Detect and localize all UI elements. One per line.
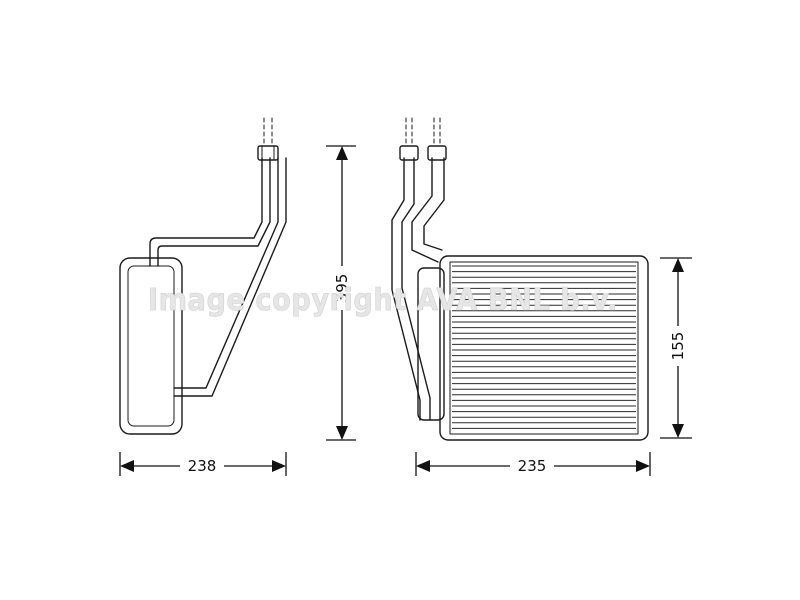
side-view-upper-pipe: [149, 157, 271, 267]
front-view-center-lines: [405, 117, 441, 145]
side-view-pipe-fittings: [257, 145, 279, 161]
front-view: [391, 117, 649, 441]
side-view-tank: [119, 257, 183, 435]
core-fins: [452, 265, 636, 429]
core-width-label: 235: [518, 457, 547, 475]
total-height-label: 395: [333, 274, 351, 303]
side-width-label: 238: [188, 457, 217, 475]
watermark-text: Image copyright AVA BNL b.v.: [148, 283, 618, 318]
side-view: [119, 117, 287, 435]
side-view-lower-pipe: [173, 157, 287, 397]
front-view-side-tank: [417, 267, 445, 421]
front-view-core: [439, 255, 649, 441]
core-height-label: 155: [669, 332, 687, 361]
dimension-side-width: 238: [119, 452, 287, 476]
dimension-total-height: 395: [326, 145, 356, 441]
front-view-pipes: [391, 157, 445, 421]
front-view-pipe-fittings: [399, 145, 447, 161]
dimension-core-width: 235: [415, 452, 651, 476]
dimension-core-height: 155: [660, 257, 692, 439]
side-view-center-lines: [263, 117, 273, 145]
